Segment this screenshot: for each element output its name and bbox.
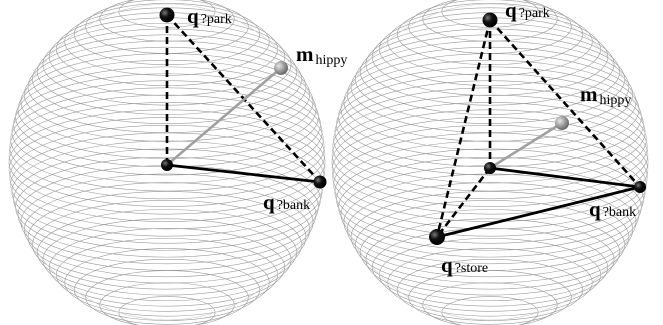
sphere-ring [20, 53, 314, 151]
node-park [482, 12, 498, 28]
sphere-ring [56, 238, 278, 312]
sphere-ring [42, 218, 292, 302]
edge-origin-store [435, 167, 492, 238]
sphere-ring [32, 200, 302, 290]
sphere-ring [379, 238, 601, 312]
edge-park-store [435, 19, 492, 238]
node-park [159, 7, 175, 23]
node-origin [484, 162, 496, 174]
sphere-ring [343, 173, 637, 271]
edge-origin-hippy [166, 67, 282, 166]
edge-origin-bank [489, 166, 641, 189]
sphere-ring [355, 200, 625, 290]
node-hippy [555, 116, 569, 130]
node-origin [161, 159, 173, 171]
node-bank [313, 175, 327, 189]
node-bank [634, 181, 646, 193]
sphere-ring [360, 209, 620, 296]
sphere-ring [20, 173, 314, 271]
node-store [429, 229, 445, 245]
label-bank: q?bank [263, 190, 310, 214]
edge-store-bank [436, 185, 641, 239]
sphere-ring [350, 191, 630, 284]
sphere-ring [48, 228, 286, 307]
sphere-ring [37, 209, 297, 296]
sphere-outline [8, 3, 326, 321]
sphere-ring [365, 218, 615, 302]
sphere-outline [331, 3, 649, 321]
edge-park-bank [489, 19, 641, 188]
node-hippy [274, 61, 288, 75]
edge-origin-bank [166, 163, 321, 184]
label-park: q?park [187, 4, 232, 28]
sphere-ring [371, 228, 609, 307]
label-bank: q?bank [589, 197, 636, 221]
label-park: q?park [505, 0, 550, 22]
edge-origin-hippy [489, 121, 563, 170]
label-store: q?store [441, 253, 488, 277]
